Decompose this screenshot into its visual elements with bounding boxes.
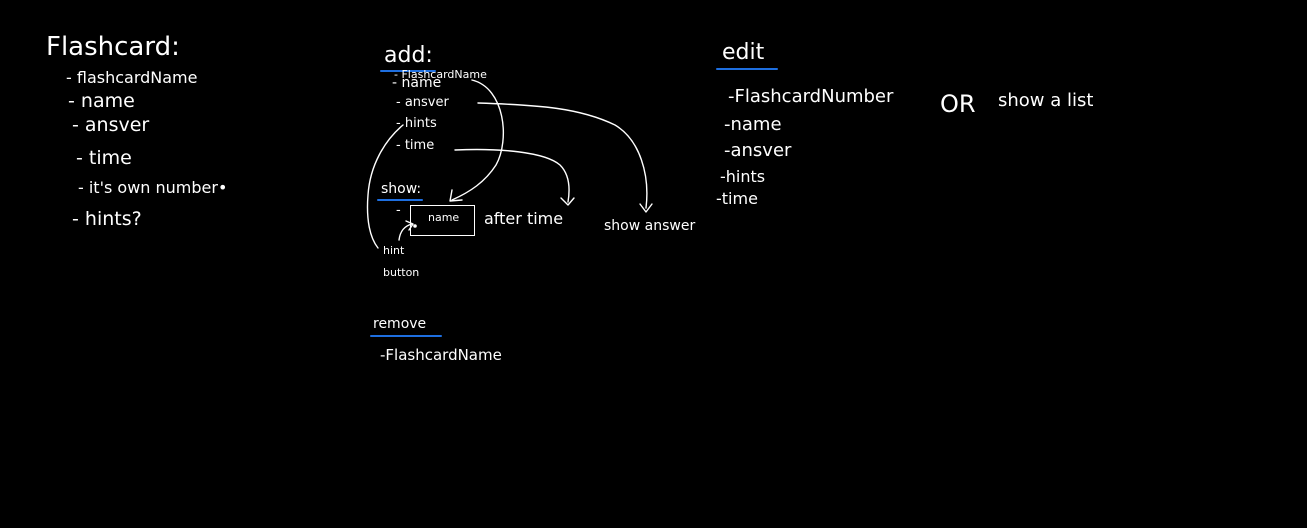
edit-item-time: -time xyxy=(716,189,758,208)
edit-item-answer: -ansver xyxy=(724,140,792,161)
edit-title: edit xyxy=(722,40,765,65)
show-answer-label: show answer xyxy=(604,218,696,234)
remove-title-underline xyxy=(370,335,442,337)
show-title-underline xyxy=(377,199,423,201)
arrow-hint-to-box xyxy=(398,223,413,241)
add-item-answer: - ansver xyxy=(396,95,449,110)
arrow-hints-to-hint-button xyxy=(366,124,404,249)
edit-item-name: -name xyxy=(724,114,782,135)
show-dash: - xyxy=(396,203,401,218)
edit-item-flashcardnumber: -FlashcardNumber xyxy=(728,86,894,107)
remove-title: remove xyxy=(373,316,427,332)
edit-title-underline xyxy=(716,68,778,70)
arrowhead-name-to-show xyxy=(449,189,463,202)
show-name-box xyxy=(410,205,475,236)
flashcard-item-hints: - hints? xyxy=(72,208,142,230)
hint-label: hint xyxy=(383,244,405,257)
flashcard-item-flashcardname: - flashcardName xyxy=(66,68,198,87)
show-after-time-label: after time xyxy=(484,209,564,228)
add-item-hints: - hints xyxy=(396,116,437,131)
add-item-flashcardname: - FlashcardName xyxy=(394,68,487,81)
edit-or-label: OR xyxy=(940,90,976,118)
add-title: add: xyxy=(384,43,433,68)
edit-show-list-label: show a list xyxy=(998,90,1094,111)
hint-button-label: button xyxy=(383,266,420,279)
flashcard-item-answer: - ansver xyxy=(72,114,150,136)
flashcard-item-name: - name xyxy=(68,90,135,112)
add-item-name: - name xyxy=(392,75,442,91)
show-title: show: xyxy=(381,181,422,197)
arrowhead-answer-to-show-answer xyxy=(639,203,653,213)
arrowhead-time-to-after-time xyxy=(560,197,575,206)
arrowhead-hint-to-box xyxy=(405,220,414,231)
edit-item-hints: -hints xyxy=(720,167,766,186)
remove-item-flashcardname: -FlashcardName xyxy=(380,346,502,364)
arrow-name-to-show xyxy=(451,79,505,201)
show-box-label: name xyxy=(428,211,460,224)
arrow-time-to-after-time xyxy=(454,148,570,203)
box-corner-dot xyxy=(413,224,417,228)
arrow-answer-to-show-answer xyxy=(477,102,648,209)
flashcard-item-own-number: - it's own number• xyxy=(78,178,228,197)
add-title-underline xyxy=(380,70,436,72)
flashcard-item-time: - time xyxy=(76,147,132,169)
flashcard-title: Flashcard: xyxy=(46,32,180,62)
add-item-time: - time xyxy=(396,138,435,153)
